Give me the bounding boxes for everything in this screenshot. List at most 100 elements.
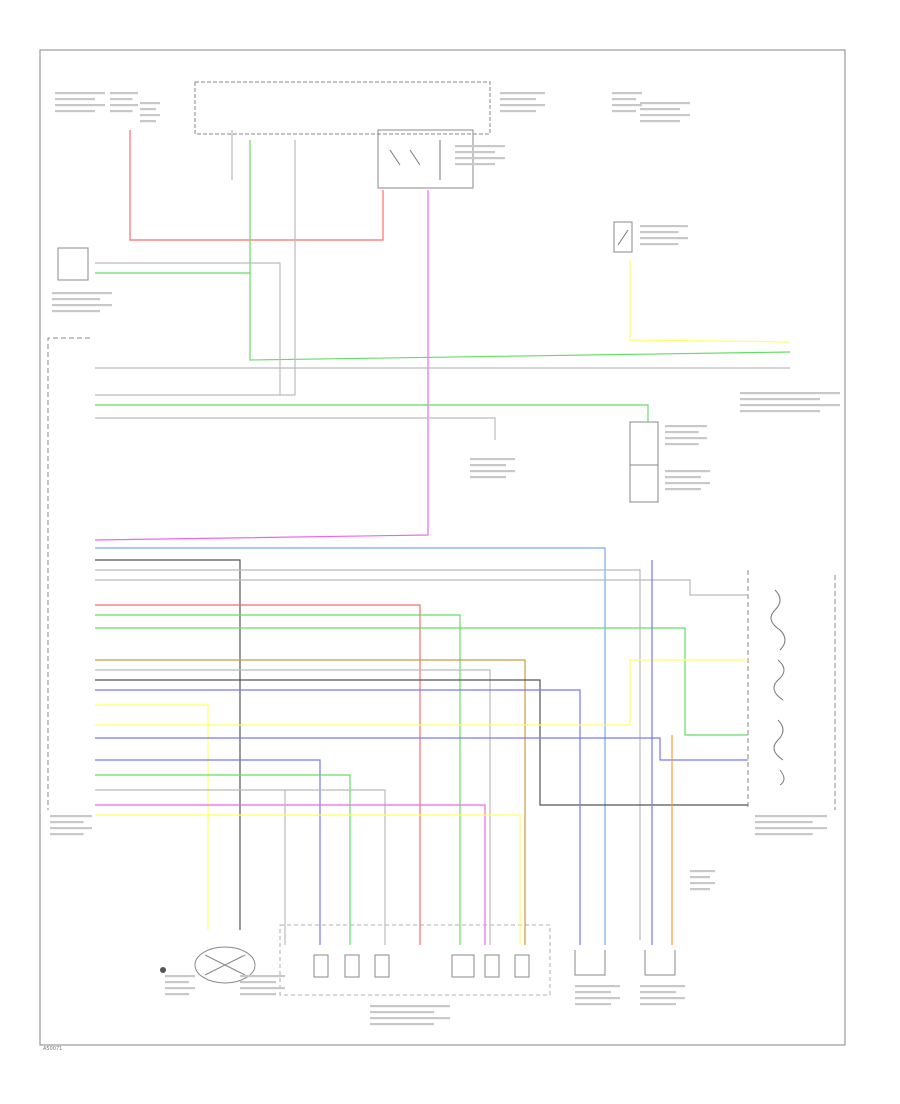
label-placeholder-5 — [640, 102, 690, 105]
label-placeholder-2 — [140, 114, 160, 117]
top-control-module — [194, 81, 491, 135]
label-placeholder-1 — [110, 98, 133, 101]
label-placeholder-13 — [50, 833, 84, 836]
label-placeholder-17 — [370, 1005, 450, 1008]
footer-code: A50071 — [43, 1046, 63, 1052]
right-relay — [613, 221, 633, 253]
label-placeholder-16 — [240, 987, 285, 990]
label-placeholder-0 — [55, 104, 105, 107]
right-switch-box — [629, 421, 659, 503]
wire-gray-4 — [95, 569, 641, 940]
label-placeholder-14 — [755, 827, 827, 830]
label-placeholder-20 — [690, 888, 710, 891]
label-placeholder-13 — [50, 815, 92, 818]
label-placeholder-20 — [690, 882, 715, 885]
label-placeholder-14 — [755, 815, 827, 818]
wire-blue-2 — [95, 737, 748, 761]
tcm-bracket — [47, 337, 90, 810]
label-placeholder-19 — [640, 1003, 676, 1006]
label-placeholder-17 — [370, 1017, 450, 1020]
label-placeholder-0 — [55, 98, 95, 101]
label-placeholder-7 — [640, 243, 679, 246]
label-placeholder-7 — [640, 237, 688, 240]
label-placeholder-13 — [50, 821, 84, 824]
wire-yellow-right — [629, 260, 791, 343]
upper-left-module — [57, 247, 89, 281]
wire-yellow-4 — [95, 814, 521, 945]
label-placeholder-2 — [140, 108, 156, 111]
label-placeholder-17 — [370, 1011, 434, 1014]
label-placeholder-11 — [665, 476, 701, 479]
label-placeholder-4 — [612, 92, 642, 95]
label-placeholder-2 — [140, 120, 156, 123]
label-placeholder-1 — [110, 104, 138, 107]
fluid-temp-sensor — [644, 950, 676, 976]
wire-red-power — [129, 130, 384, 241]
label-placeholder-14 — [755, 821, 813, 824]
label-placeholder-15 — [165, 981, 189, 984]
label-placeholder-4 — [612, 98, 636, 101]
label-placeholder-7 — [640, 231, 679, 234]
label-placeholder-10 — [665, 425, 707, 428]
label-placeholder-18 — [575, 1003, 611, 1006]
label-placeholder-19 — [640, 997, 685, 1000]
label-placeholder-5 — [640, 114, 690, 117]
wire-green-5 — [95, 774, 351, 945]
label-placeholder-20 — [690, 870, 715, 873]
label-placeholder-5 — [640, 120, 680, 123]
label-placeholder-9 — [740, 392, 840, 395]
wire-green-3 — [95, 614, 461, 945]
wire-gray-5 — [95, 579, 748, 596]
wire-gray-mid — [95, 417, 496, 440]
label-placeholder-0 — [55, 110, 95, 113]
label-placeholder-18 — [575, 997, 620, 1000]
label-placeholder-12 — [470, 458, 515, 461]
label-placeholder-12 — [470, 470, 515, 473]
label-placeholder-18 — [575, 991, 611, 994]
label-placeholder-1 — [110, 110, 133, 113]
label-placeholder-9 — [740, 404, 840, 407]
label-placeholder-6 — [455, 157, 505, 160]
label-placeholder-3 — [500, 104, 545, 107]
label-placeholder-8 — [52, 304, 112, 307]
wire-yellow-3 — [95, 659, 748, 726]
label-placeholder-10 — [665, 437, 707, 440]
wire-green-4 — [95, 627, 748, 736]
label-placeholder-4 — [612, 104, 642, 107]
label-placeholder-6 — [455, 163, 495, 166]
wire-lightblue — [95, 547, 606, 945]
wire-pink-2 — [95, 804, 486, 945]
label-placeholder-7 — [640, 225, 688, 228]
label-placeholder-18 — [575, 985, 620, 988]
temp-sensor — [574, 950, 606, 976]
label-placeholder-14 — [755, 833, 813, 836]
label-placeholder-10 — [665, 443, 699, 446]
wire-gray-7 — [95, 789, 386, 945]
wire-pink-main — [94, 190, 429, 541]
wire-black-1 — [95, 559, 241, 930]
wire-green-mid — [95, 404, 649, 422]
wire-yellow-2 — [95, 704, 209, 930]
label-placeholder-3 — [500, 98, 536, 101]
label-placeholder-4 — [612, 110, 636, 113]
label-placeholder-8 — [52, 310, 100, 313]
label-placeholder-12 — [470, 464, 506, 467]
solenoid-group-frame — [279, 924, 551, 996]
label-placeholder-0 — [55, 92, 105, 95]
label-placeholder-11 — [665, 482, 710, 485]
label-placeholder-8 — [52, 292, 112, 295]
label-placeholder-20 — [690, 876, 710, 879]
wire-blue-1 — [95, 689, 581, 945]
label-placeholder-13 — [50, 827, 92, 830]
label-placeholder-16 — [240, 981, 276, 984]
label-placeholder-9 — [740, 398, 820, 401]
shift-switch-bracket — [747, 570, 836, 810]
ground-symbol — [160, 967, 166, 973]
wire-gray-6 — [95, 669, 491, 945]
label-placeholder-19 — [640, 991, 676, 994]
wire-green-upper — [249, 140, 791, 361]
diagram-frame — [39, 49, 846, 1046]
label-placeholder-8 — [52, 298, 100, 301]
label-placeholder-16 — [240, 993, 276, 996]
